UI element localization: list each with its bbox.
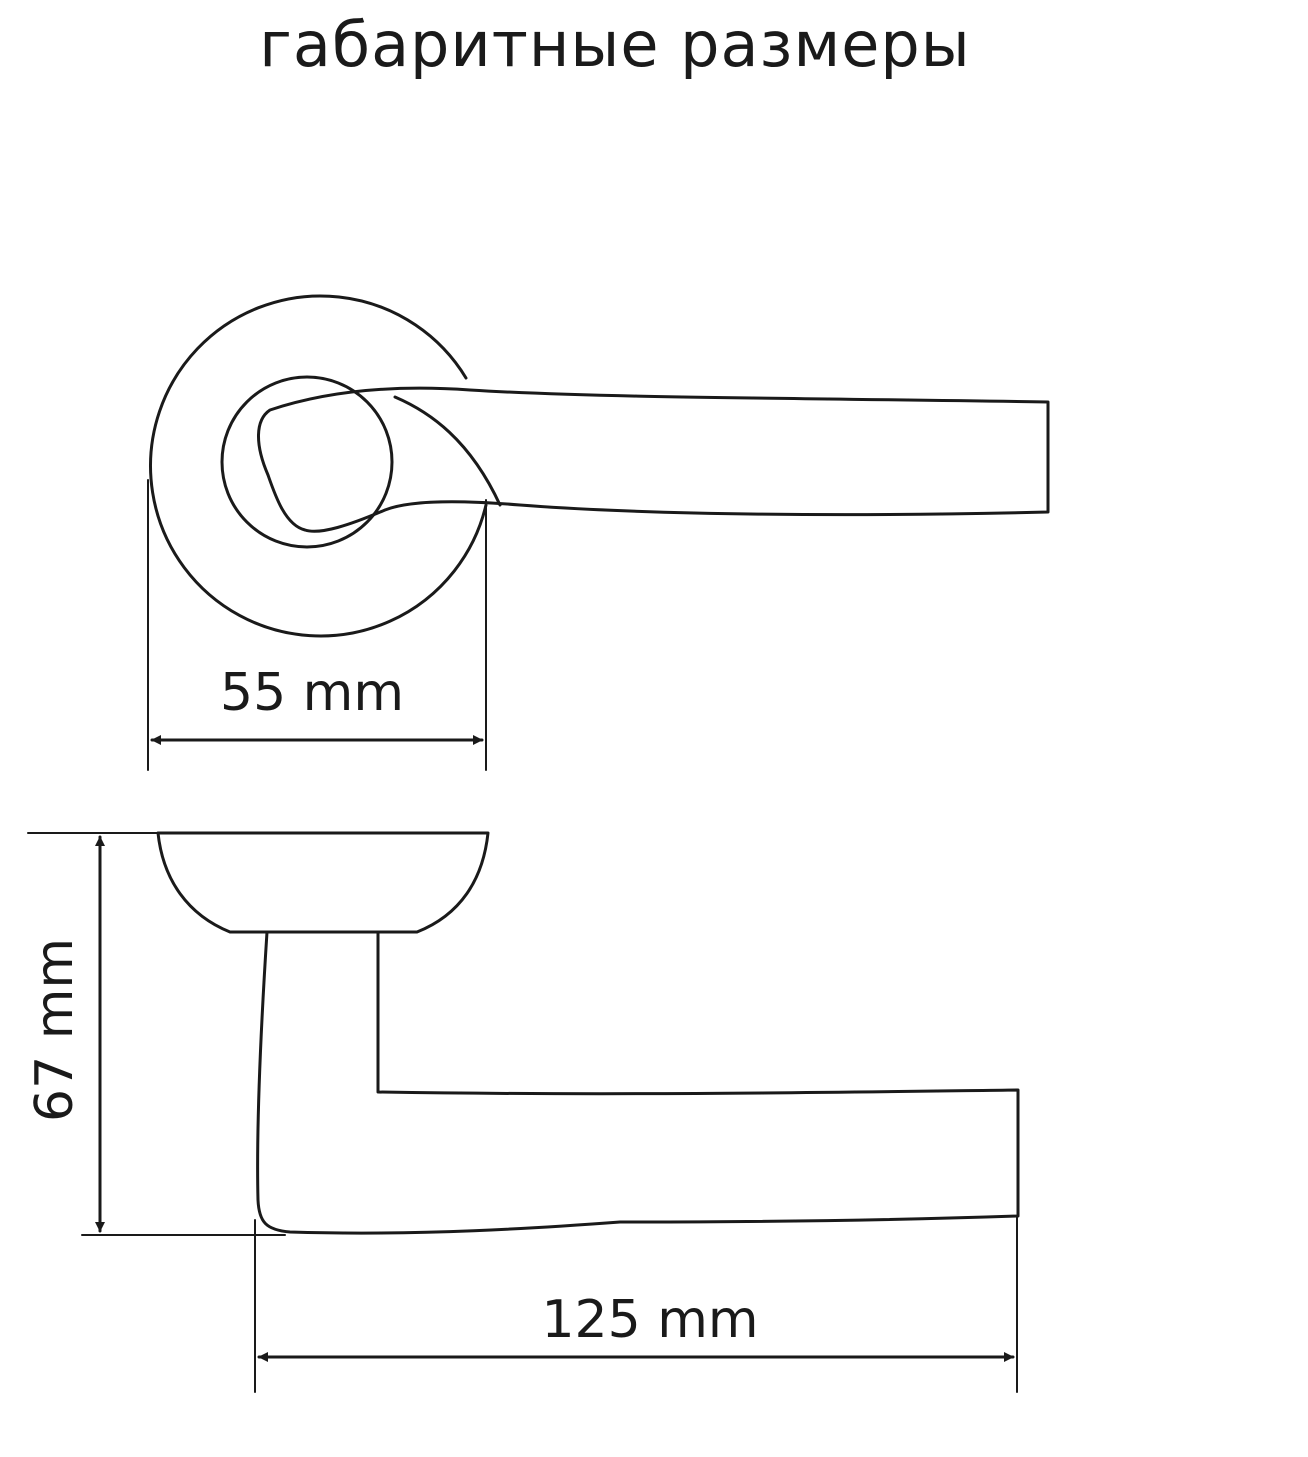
- top-view: [149, 294, 1050, 638]
- dim-label-length: 125 mm: [541, 1290, 758, 1350]
- rosette-inner: [220, 375, 394, 549]
- rosette-outer: [149, 294, 488, 638]
- side-view: [156, 831, 1020, 1235]
- lever-top-view: [257, 386, 1050, 533]
- dim-label-diameter: 55 mm: [220, 663, 404, 723]
- rosette-side: [156, 831, 490, 934]
- lever-neck-line: [393, 395, 502, 507]
- lever-side-view: [256, 930, 1020, 1235]
- dim-label-height: 67 mm: [25, 938, 85, 1122]
- diagram-title: габаритные размеры: [259, 8, 971, 81]
